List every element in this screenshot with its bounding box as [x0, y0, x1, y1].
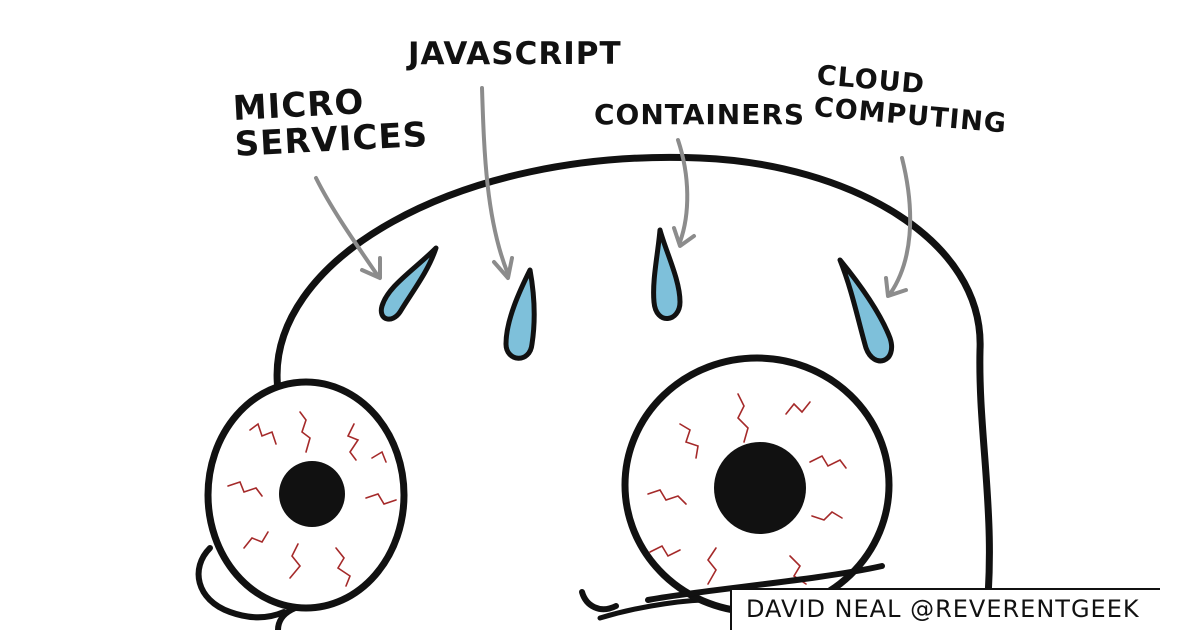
left-pupil — [279, 461, 345, 527]
sweat-drop-cloud — [837, 257, 895, 364]
cheek-left — [195, 545, 287, 621]
sweat-drop-javascript — [503, 267, 537, 361]
arrow-containers — [676, 138, 690, 244]
label-microservices: MICRO SERVICES — [232, 82, 429, 164]
label-containers: CONTAINERS — [594, 98, 806, 131]
left-eye — [204, 378, 408, 612]
arrow-cloud — [888, 156, 913, 296]
credit-text: DAVID NEAL @REVERENTGEEK — [746, 595, 1140, 623]
arrow-micro — [314, 176, 380, 278]
left-eye-veins — [227, 411, 397, 587]
right-eye — [621, 354, 893, 616]
sweat-drop-micro — [378, 245, 439, 322]
arrows — [314, 86, 913, 298]
sweat-drops — [378, 227, 895, 364]
right-eye-veins — [647, 393, 847, 585]
label-javascript: JAVASCRIPT — [408, 36, 622, 72]
mouth-right — [579, 589, 619, 613]
right-pupil — [714, 442, 806, 534]
sweat-drop-containers — [651, 227, 683, 321]
head-outline — [273, 153, 993, 630]
arrow-javascript — [480, 86, 510, 276]
credit-box: DAVID NEAL @REVERENTGEEK — [730, 588, 1160, 630]
